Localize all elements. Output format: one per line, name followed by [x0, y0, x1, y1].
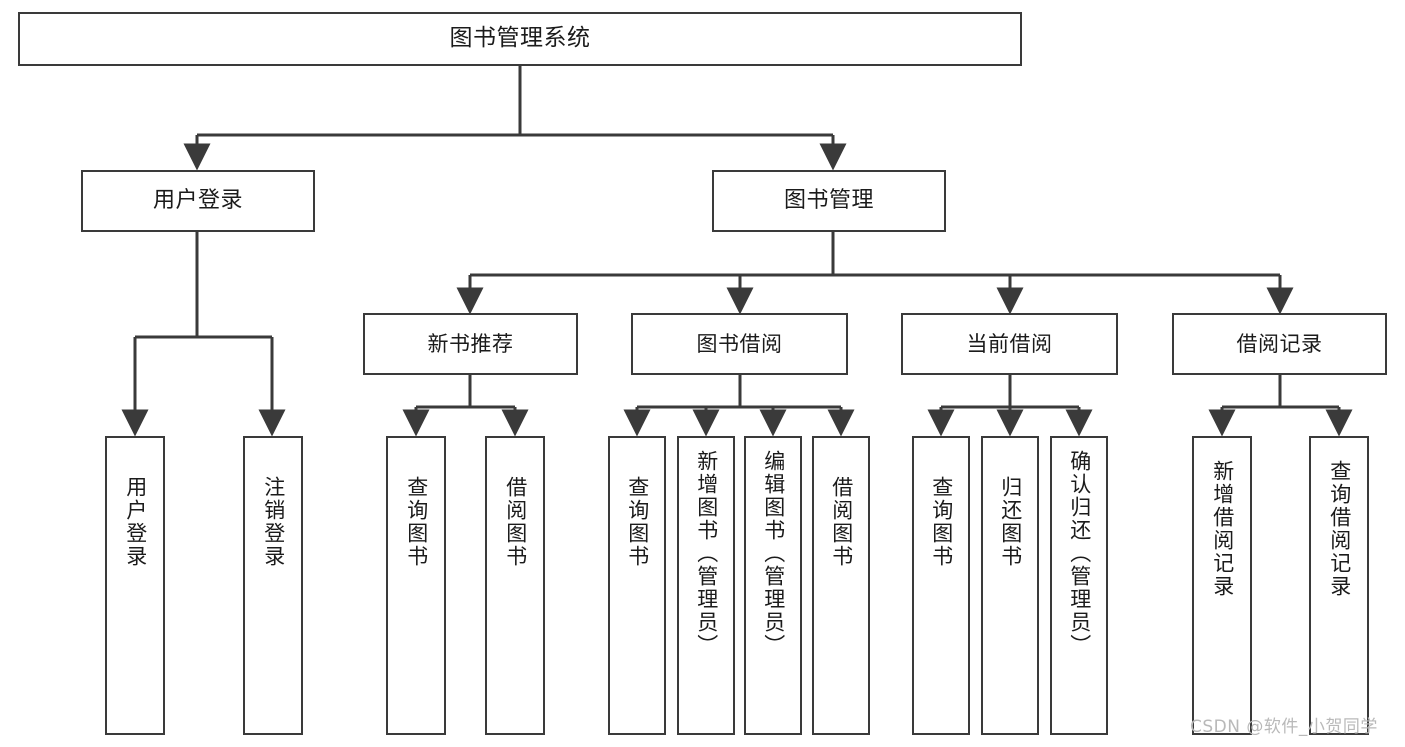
node-label: 用户登录 [123, 476, 148, 568]
node-label: 图书借阅 [696, 331, 783, 356]
node-label: 图书管理系统 [449, 25, 591, 52]
leaf-query-book-current[interactable]: 查询图书 [912, 436, 970, 735]
node-label: 查询图书 [625, 476, 650, 568]
leaf-query-book-recommend[interactable]: 查询图书 [386, 436, 446, 735]
leaf-edit-book-admin[interactable]: 编辑图书（管理员） [744, 436, 802, 735]
node-current-borrow[interactable]: 当前借阅 [901, 313, 1118, 375]
node-label: 注销登录 [261, 476, 286, 568]
node-book-borrow[interactable]: 图书借阅 [631, 313, 848, 375]
leaf-query-borrow-record[interactable]: 查询借阅记录 [1309, 436, 1369, 735]
node-label: 新增借阅记录 [1210, 460, 1235, 598]
node-label: 查询图书 [929, 476, 954, 568]
node-label: 查询借阅记录 [1327, 460, 1352, 598]
leaf-confirm-return-admin[interactable]: 确认归还（管理员） [1050, 436, 1108, 735]
leaf-query-book-borrow[interactable]: 查询图书 [608, 436, 666, 735]
node-label: 借阅记录 [1236, 331, 1323, 356]
node-label: 查询图书 [404, 476, 429, 568]
csdn-watermark: CSDN @软件_小贺同学 [1190, 717, 1378, 737]
leaf-user-login[interactable]: 用户登录 [105, 436, 165, 735]
node-new-book-recommend[interactable]: 新书推荐 [363, 313, 578, 375]
node-label: 新书推荐 [427, 331, 514, 356]
node-label: 归还图书 [998, 476, 1023, 568]
node-label: 借阅图书 [503, 476, 528, 568]
node-label: 编辑图书（管理员） [761, 450, 786, 657]
node-book-management-system[interactable]: 图书管理系统 [18, 12, 1022, 66]
leaf-add-book-admin[interactable]: 新增图书（管理员） [677, 436, 735, 735]
node-user-login[interactable]: 用户登录 [81, 170, 315, 232]
node-label: 当前借阅 [966, 331, 1053, 356]
leaf-return-book[interactable]: 归还图书 [981, 436, 1039, 735]
node-label: 确认归还（管理员） [1067, 450, 1092, 657]
node-borrow-records[interactable]: 借阅记录 [1172, 313, 1387, 375]
node-label: 用户登录 [152, 188, 243, 214]
node-book-management[interactable]: 图书管理 [712, 170, 946, 232]
leaf-logout[interactable]: 注销登录 [243, 436, 303, 735]
node-label: 新增图书（管理员） [694, 450, 719, 657]
leaf-borrow-book[interactable]: 借阅图书 [812, 436, 870, 735]
leaf-add-borrow-record[interactable]: 新增借阅记录 [1192, 436, 1252, 735]
leaf-borrow-book-recommend[interactable]: 借阅图书 [485, 436, 545, 735]
node-label: 图书管理 [783, 188, 874, 214]
node-label: 借阅图书 [829, 476, 854, 568]
